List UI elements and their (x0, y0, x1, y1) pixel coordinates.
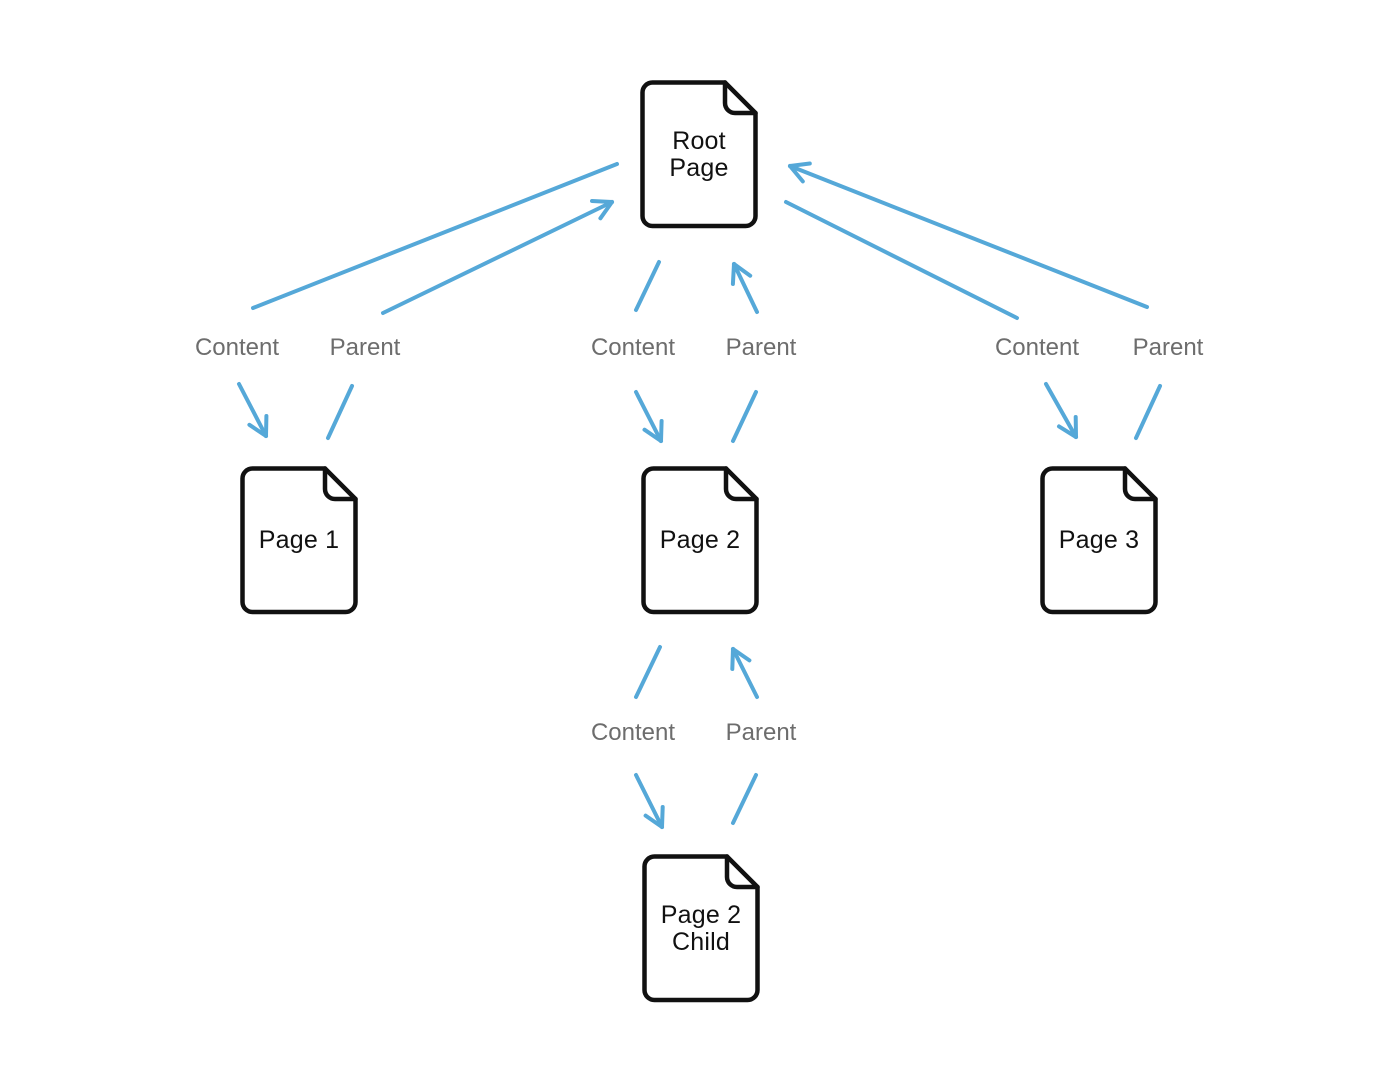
arrowhead-icon (788, 164, 805, 184)
edge-child-to-page2-parent-upper (730, 647, 759, 699)
node-label-page-1: Page 1 (258, 526, 340, 554)
node-root-page: Root Page (640, 80, 758, 229)
node-page-2-child: Page 2 Child (642, 854, 760, 1003)
edge-label-right-content: Content (994, 334, 1080, 361)
node-label-page-2: Page 2 (659, 526, 741, 554)
edge-page2-to-root-parent-upper (730, 262, 759, 314)
arrowhead-icon (1057, 424, 1078, 439)
document-icon (640, 80, 758, 229)
arrowhead-icon (590, 199, 614, 204)
document-icon (240, 466, 358, 615)
arrowhead-icon (642, 427, 663, 443)
arrowhead-icon (598, 200, 614, 221)
edge-label-mid-content: Content (590, 334, 676, 361)
edge-page1-to-root-parent-upper (381, 199, 614, 315)
arrowhead-icon (732, 262, 753, 278)
arrowhead-icon (730, 262, 736, 286)
node-label-page-3: Page 3 (1058, 526, 1140, 554)
edge-label-left-content: Content (194, 334, 280, 361)
node-page-2: Page 2 (641, 466, 759, 615)
edge-page2-to-child-content-lower (634, 773, 665, 829)
edge-page3-to-root-parent-lower (1134, 384, 1162, 440)
arrowhead-icon (788, 161, 812, 168)
edge-root-to-page3-content-upper (784, 200, 1019, 320)
node-page-1: Page 1 (240, 466, 358, 615)
edge-label-mid-parent: Parent (725, 334, 797, 361)
edge-root-to-page2-content-lower (634, 390, 664, 443)
edge-label-left-parent: Parent (329, 334, 401, 361)
edge-child-to-page2-parent-lower (731, 773, 758, 825)
edge-page2-to-root-parent-lower (731, 390, 758, 443)
document-icon (1040, 466, 1158, 615)
document-icon (642, 854, 760, 1003)
node-label-page-2-child: Page 2 Child (660, 900, 742, 956)
node-page-3: Page 3 (1040, 466, 1158, 615)
edge-label-bottom-parent: Parent (725, 719, 797, 746)
edge-root-to-page3-content-lower (1044, 382, 1078, 439)
arrowhead-icon (731, 647, 752, 663)
edge-label-right-parent: Parent (1132, 334, 1204, 361)
arrowhead-icon (659, 419, 664, 443)
edge-root-to-page1-content-upper (251, 162, 619, 310)
edge-root-to-page1-content-lower (237, 382, 269, 438)
edge-page1-to-root-parent-lower (326, 384, 354, 440)
edge-label-bottom-content: Content (590, 719, 676, 746)
arrowhead-icon (660, 805, 665, 829)
document-icon (641, 466, 759, 615)
arrowhead-icon (730, 647, 735, 671)
node-label-root-page: Root Page (669, 126, 729, 182)
edge-page2-to-child-content-upper (634, 645, 662, 699)
arrowhead-icon (247, 422, 268, 438)
edge-root-to-page2-content-upper (634, 260, 661, 312)
arrowhead-icon (643, 813, 664, 829)
edge-page3-to-root-parent-upper (788, 161, 1149, 309)
